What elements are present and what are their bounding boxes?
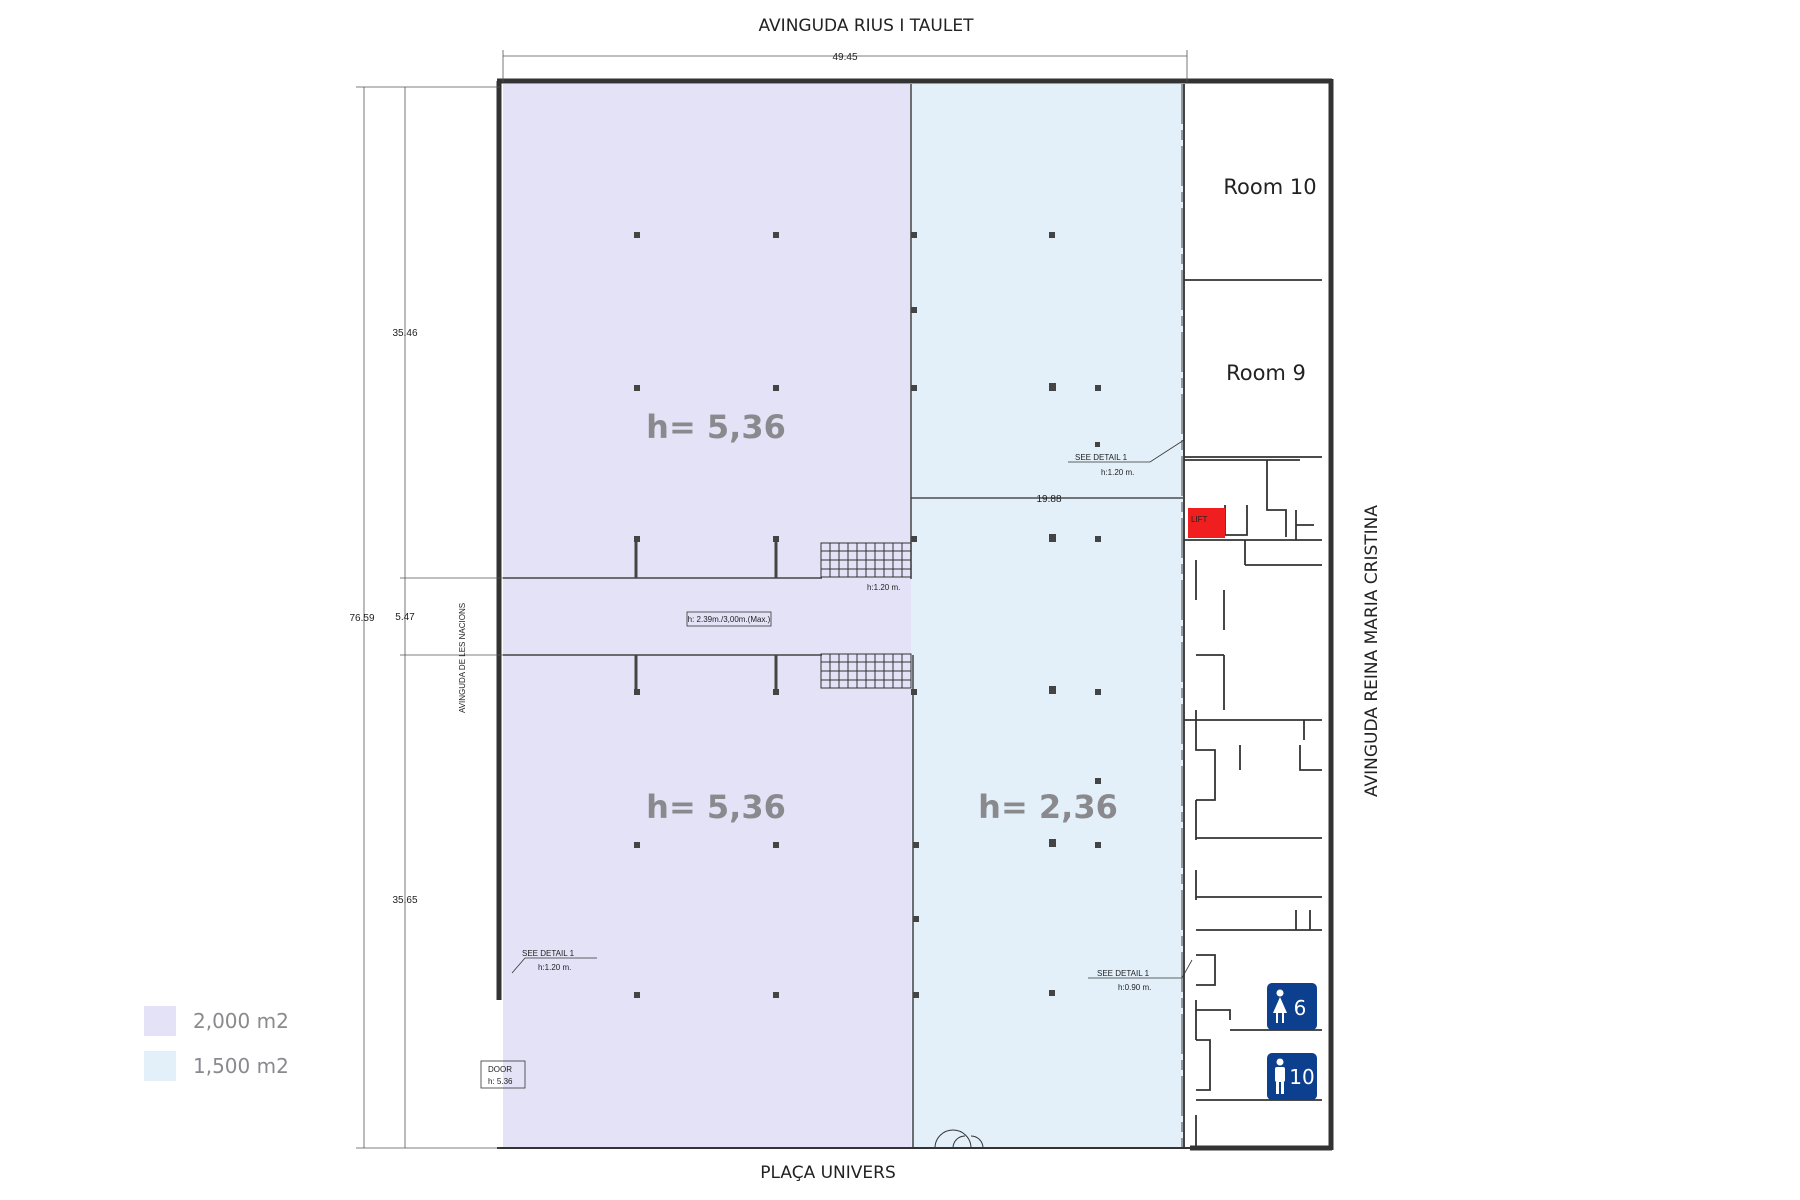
corridor-height-box — [686, 611, 772, 627]
corridor-height-label: h: 2.39m./3,00m.(Max.) — [688, 615, 771, 624]
height-lower-right: h= 2,36 — [978, 788, 1118, 826]
door-label: DOOR — [488, 1065, 512, 1074]
room-9-label: Room 9 — [1226, 361, 1306, 385]
dim-upper-height: 35.46 — [392, 328, 417, 339]
zone-2000-lower — [503, 655, 913, 1147]
street-right: AVINGUDA REINA MARIA CRISTINA — [1362, 505, 1382, 797]
dim-width-top: 49.45 — [832, 52, 857, 63]
legend-swatch-2000 — [144, 1006, 176, 1036]
legend: 2,000 m2 1,500 m2 — [144, 1006, 289, 1081]
see-detail-right-h: h:0.90 m. — [1118, 983, 1151, 992]
dim-mid-width: 19.88 — [1036, 494, 1061, 505]
legend-label-1500: 1,500 m2 — [193, 1054, 289, 1078]
women-toilet-sign: 6 — [1267, 983, 1317, 1030]
zone-1500 — [911, 84, 1184, 1147]
women-toilet-count: 6 — [1294, 996, 1307, 1020]
height-lower-left: h= 5,36 — [646, 788, 786, 826]
dimension-lines — [356, 50, 1188, 1149]
entrance-doors — [934, 1129, 984, 1149]
see-detail-right: SEE DETAIL 1 — [1097, 969, 1150, 978]
columns — [634, 232, 1101, 998]
stair-height: h:1.20 m. — [867, 583, 900, 592]
zone-2000-corridor — [503, 579, 913, 655]
service-rooms — [1184, 279, 1322, 1147]
street-left: AVINGUDA DE LES NACIONS — [458, 603, 467, 713]
height-upper-left: h= 5,36 — [646, 408, 786, 446]
street-top: AVINGUDA RIUS I TAULET — [759, 16, 975, 36]
outer-walls — [496, 78, 1334, 1151]
dim-lower-height: 35.65 — [392, 895, 417, 906]
see-detail-upper: SEE DETAIL 1 — [1075, 453, 1128, 462]
door-height: h: 5.36 — [488, 1077, 513, 1086]
men-toilet-sign: 10 — [1267, 1053, 1317, 1100]
man-icon — [1275, 1058, 1285, 1094]
staircase-lower — [820, 653, 912, 689]
room-10-label: Room 10 — [1223, 175, 1316, 199]
dim-corridor: 5.47 — [395, 612, 415, 623]
lift-label: LIFT — [1191, 515, 1208, 524]
men-toilet-count: 10 — [1289, 1065, 1314, 1089]
detail-leaders — [511, 439, 1193, 979]
see-detail-left: SEE DETAIL 1 — [522, 949, 575, 958]
see-detail-left-h: h:1.20 m. — [538, 963, 571, 972]
zone-2000-upper — [503, 84, 911, 579]
legend-label-2000: 2,000 m2 — [193, 1009, 289, 1033]
dim-total-height: 76.59 — [349, 613, 374, 624]
staircase-upper — [820, 542, 912, 578]
woman-icon — [1273, 989, 1287, 1023]
street-bottom: PLAÇA UNIVERS — [760, 1163, 896, 1183]
door-box — [480, 1060, 526, 1089]
see-detail-upper-h: h:1.20 m. — [1101, 468, 1134, 477]
lift — [1188, 508, 1225, 538]
legend-swatch-1500 — [144, 1051, 176, 1081]
